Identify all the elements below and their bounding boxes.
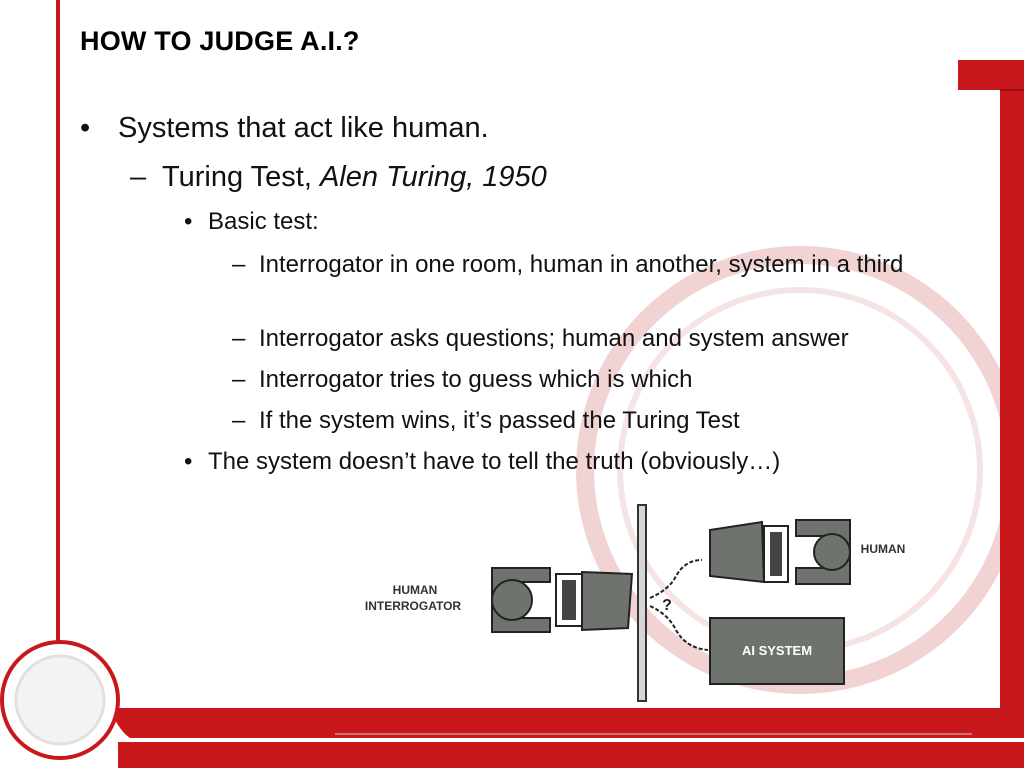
bullet-dash: – [232, 325, 246, 352]
cable-to-ai [649, 605, 709, 651]
bullet-text: The system doesn’t have to tell the trut… [208, 448, 781, 475]
bullet-text: Turing Test, [162, 161, 320, 193]
interrogator-figure [491, 567, 634, 633]
sub-item-4: –If the system wins, it’s passed the Tur… [232, 404, 969, 437]
bullet-level-3: • Basic test: [184, 208, 319, 236]
bullet-text: Interrogator tries to guess which is whi… [259, 366, 693, 393]
bullet-dash: – [232, 251, 246, 278]
corner-ring-inner [14, 654, 106, 746]
divider-wall [637, 504, 647, 702]
slide-title: HOW TO JUDGE A.I.? [80, 26, 360, 56]
sub-item-1: –Interrogator in one room, human in anot… [232, 248, 959, 281]
interrogator-label-line2: INTERROGATOR [365, 599, 462, 613]
bullet-dot: • [184, 448, 193, 475]
human-label: HUMAN [861, 542, 906, 556]
sub-item-3: –Interrogator tries to guess which is wh… [232, 363, 969, 396]
bullet-dot: • [80, 112, 91, 144]
bullet-dot: • [184, 208, 193, 235]
bullet-level-1: • Systems that act like human. [80, 112, 489, 145]
cable-to-human [649, 559, 703, 599]
ai-system-box [709, 617, 845, 685]
sub-item-2: –Interrogator asks questions; human and … [232, 322, 969, 355]
bullet-level-2: –Turing Test, Alen Turing, 1950 [130, 161, 547, 194]
bullet-italic-text: Alen Turing, 1950 [319, 161, 547, 193]
bullet-text: If the system wins, it’s passed the Turi… [259, 407, 740, 434]
left-red-rule [56, 0, 60, 650]
bullet-level-3-truth: • The system doesn’t have to tell the tru… [184, 448, 780, 476]
bottom-red-bar [110, 708, 1000, 738]
right-red-bracket [958, 60, 1024, 738]
bullet-dash: – [232, 407, 246, 434]
human-figure [709, 519, 851, 585]
ai-system-label: AI SYSTEM [742, 643, 812, 658]
bullet-text: Basic test: [208, 208, 319, 235]
bullet-dash: – [232, 366, 246, 393]
bullet-text: Interrogator in one room, human in anoth… [259, 251, 904, 278]
bullet-text: Interrogator asks questions; human and s… [259, 325, 849, 352]
interrogator-label-line1: HUMAN [393, 583, 438, 597]
question-mark: ? [662, 597, 672, 614]
bullet-dash: – [130, 161, 147, 193]
bullet-text: Systems that act like human. [118, 112, 489, 144]
